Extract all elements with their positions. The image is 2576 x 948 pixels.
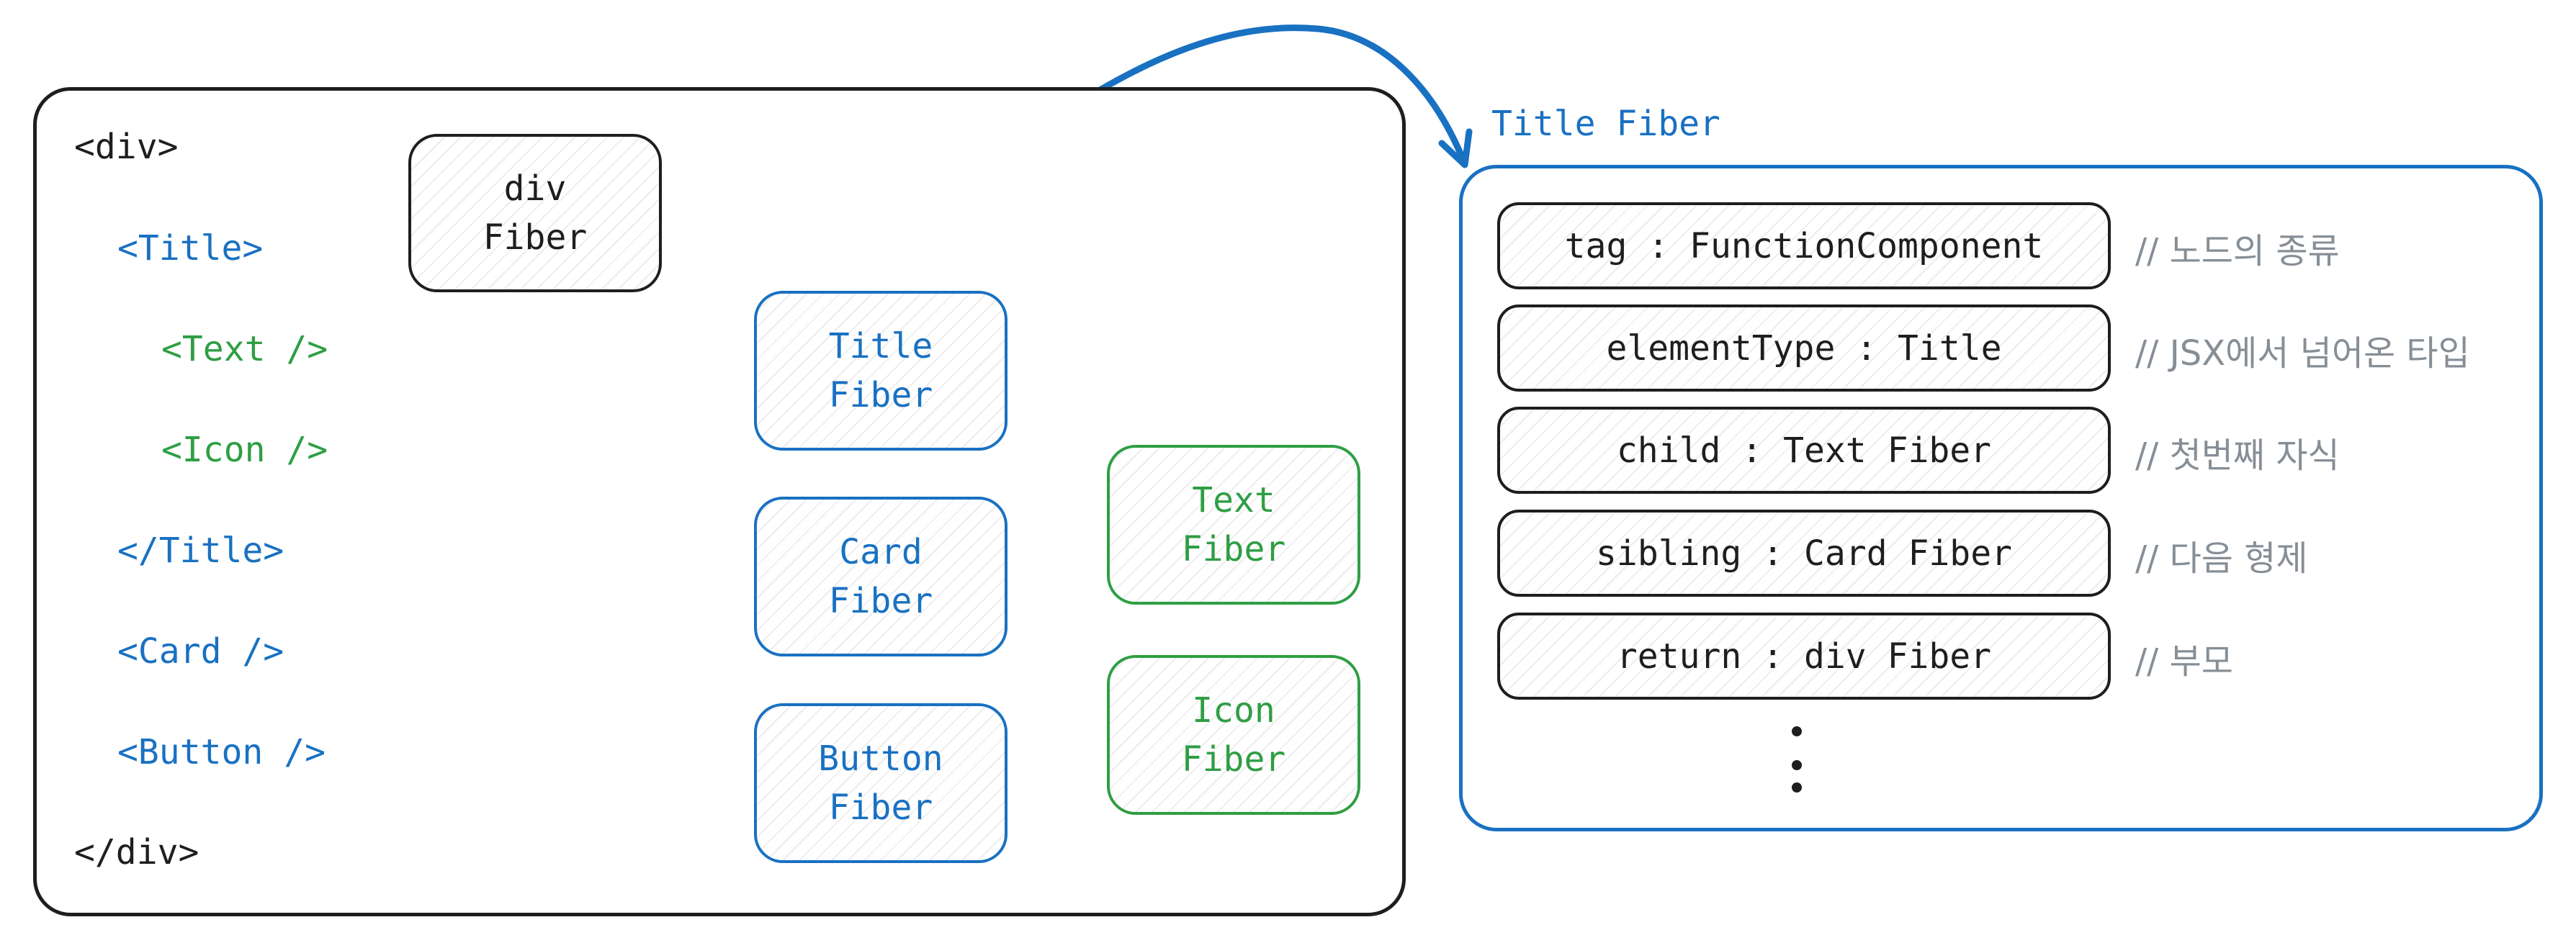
field-sibling: sibling : Card Fiber	[1497, 510, 2111, 597]
jsx-line-div-open: <div>	[74, 127, 179, 167]
field-tag: tag : FunctionComponent	[1497, 202, 2111, 289]
field-element-type: elementType : Title	[1497, 304, 2111, 392]
card-fiber-node: Card Fiber	[754, 497, 1007, 656]
jsx-line-text: <Text />	[161, 329, 328, 369]
comment-sibling: // 다음 형제	[2135, 538, 2308, 579]
div-fiber-line2: Fiber	[483, 217, 588, 258]
button-fiber-node: Button Fiber	[754, 703, 1007, 863]
jsx-line-title-close: </Title>	[117, 531, 284, 571]
button-fiber-line2: Fiber	[828, 787, 933, 828]
div-fiber-line1: div	[503, 168, 567, 209]
card-fiber-line2: Fiber	[828, 581, 933, 621]
title-fiber-line1: Title	[828, 326, 933, 366]
comment-return: // 부모	[2135, 641, 2233, 682]
text-fiber-node: Text Fiber	[1107, 445, 1360, 605]
detail-panel	[1459, 165, 2543, 831]
ellipsis-dot-2	[1792, 760, 1802, 770]
text-fiber-line2: Fiber	[1181, 529, 1286, 569]
jsx-line-button: <Button />	[117, 732, 326, 772]
button-fiber-line1: Button	[818, 739, 943, 779]
div-fiber-node: div Fiber	[408, 134, 662, 292]
icon-fiber-line2: Fiber	[1181, 739, 1286, 780]
icon-fiber-line1: Icon	[1192, 690, 1275, 731]
ellipsis-dot-3	[1792, 782, 1802, 793]
detail-panel-title: Title Fiber	[1491, 104, 1720, 144]
field-return: return : div Fiber	[1497, 613, 2111, 700]
icon-fiber-node: Icon Fiber	[1107, 655, 1360, 815]
ellipsis-dot-1	[1792, 726, 1802, 736]
comment-tag: // 노드의 종류	[2135, 231, 2340, 271]
card-fiber-line1: Card	[839, 532, 923, 572]
jsx-line-title-open: <Title>	[117, 228, 264, 268]
title-fiber-line2: Fiber	[828, 375, 933, 415]
comment-element-type: // JSX에서 넘어온 타입	[2135, 333, 2470, 374]
field-child: child : Text Fiber	[1497, 407, 2111, 494]
jsx-line-card: <Card />	[117, 631, 284, 672]
jsx-line-div-close: </div>	[74, 832, 199, 872]
jsx-tree-panel	[33, 87, 1406, 916]
title-fiber-node: Title Fiber	[754, 291, 1007, 451]
arrow-title-to-detail-head	[1438, 128, 1473, 168]
comment-child: // 첫번째 자식	[2135, 435, 2340, 476]
jsx-line-icon: <Icon />	[161, 430, 328, 470]
text-fiber-line1: Text	[1192, 480, 1275, 520]
